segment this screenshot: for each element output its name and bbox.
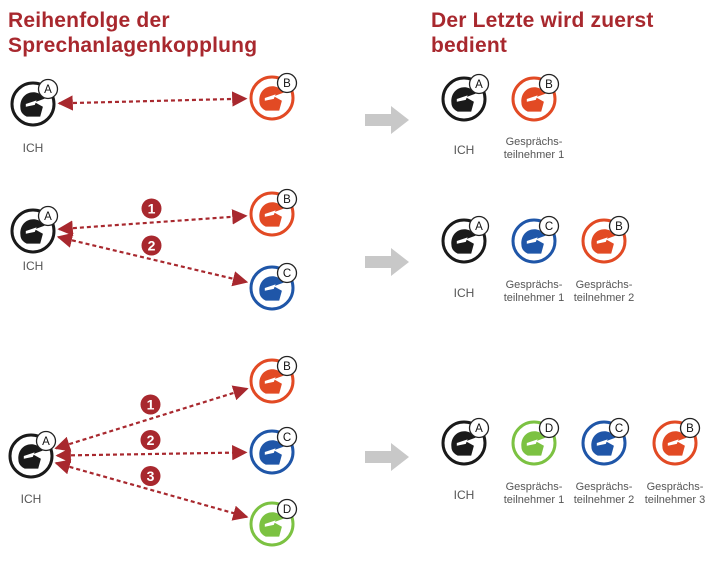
result-helmet-c-icon: C xyxy=(511,215,560,264)
participant-label: Gesprächs-teilnehmer 2 xyxy=(574,481,635,506)
transition-arrow xyxy=(365,443,409,471)
pairing-arrow-d xyxy=(54,459,249,521)
pairing-arrow-b xyxy=(57,91,248,111)
letter-badge: A xyxy=(44,84,52,96)
result-me-label: ICH xyxy=(454,143,475,157)
letter-badge: C xyxy=(283,432,291,444)
participant-label: Gesprächs-teilnehmer 3 xyxy=(645,481,706,506)
transition-arrow xyxy=(365,106,409,134)
result-helmet-b-icon: B xyxy=(511,73,560,122)
helmet-me-icon: A xyxy=(8,430,57,479)
helmet-me-icon: A xyxy=(10,205,59,254)
helmet-b-icon: B xyxy=(249,188,298,237)
me-label: ICH xyxy=(23,259,44,273)
letter-badge: A xyxy=(42,436,50,448)
result-me-label: ICH xyxy=(454,286,475,300)
letter-badge: B xyxy=(545,79,553,91)
result-me-label: ICH xyxy=(454,488,475,502)
order-badge-1: 1 xyxy=(140,394,161,415)
left-heading: Reihenfolge der Sprechanlagenkopplung xyxy=(8,9,258,57)
svg-text:3: 3 xyxy=(147,468,155,484)
letter-badge: A xyxy=(475,79,483,91)
helmet-c-icon: C xyxy=(249,262,298,311)
helmet-b-icon: B xyxy=(249,355,298,404)
result-helmet-b-icon: B xyxy=(581,215,630,264)
participant-label: Gesprächs-teilnehmer 1 xyxy=(504,279,565,304)
result-helmet-c-icon: C xyxy=(581,417,630,466)
letter-badge: B xyxy=(283,361,291,373)
result-helmet-a-icon: A xyxy=(441,417,490,466)
letter-badge: A xyxy=(475,423,483,435)
result-helmet-a-icon: A xyxy=(441,215,490,264)
letter-badge: B xyxy=(615,221,623,233)
pairing-arrow-b xyxy=(54,385,249,452)
transition-arrow xyxy=(365,248,409,276)
order-badge-1: 1 xyxy=(141,198,162,219)
result-helmet-d-icon: D xyxy=(511,417,560,466)
order-badge-3: 3 xyxy=(140,466,161,486)
participant-label: Gesprächs-teilnehmer 1 xyxy=(504,136,565,161)
pairing-arrow-c xyxy=(55,444,248,464)
result-helmet-a-icon: A xyxy=(441,73,490,122)
letter-badge: C xyxy=(283,268,291,280)
right-heading: Der Letzte wird zuerst bedient xyxy=(431,9,654,57)
letter-badge: B xyxy=(283,194,291,206)
letter-badge: A xyxy=(44,211,52,223)
letter-badge: A xyxy=(475,221,483,233)
letter-badge: C xyxy=(615,423,623,435)
me-label: ICH xyxy=(23,141,44,155)
letter-badge: D xyxy=(283,504,291,516)
svg-text:1: 1 xyxy=(148,201,156,217)
svg-text:2: 2 xyxy=(148,238,156,254)
order-badge-2: 2 xyxy=(141,235,162,256)
helmet-me-icon: A xyxy=(10,78,59,127)
svg-text:2: 2 xyxy=(147,432,155,448)
pairing-arrow-b xyxy=(57,209,248,236)
connection-lines xyxy=(54,91,409,521)
helmet-icons: B A A B B C A A C B B C D A A D C B xyxy=(8,72,701,547)
helmet-c-icon: C xyxy=(249,426,298,475)
participant-label: Gesprächs-teilnehmer 2 xyxy=(574,279,635,304)
letter-badge: C xyxy=(545,221,553,233)
helmet-d-icon: D xyxy=(249,498,298,547)
result-helmet-b-icon: B xyxy=(652,417,701,466)
letter-badge: B xyxy=(283,78,291,90)
participant-label: Gesprächs-teilnehmer 1 xyxy=(504,481,565,506)
order-badge-2: 2 xyxy=(140,430,161,450)
helmet-b-icon: B xyxy=(249,72,298,121)
letter-badge: B xyxy=(686,423,694,435)
svg-text:1: 1 xyxy=(147,397,155,413)
me-label: ICH xyxy=(21,492,42,506)
letter-badge: D xyxy=(545,423,553,435)
pairing-arrow-c xyxy=(56,232,249,287)
